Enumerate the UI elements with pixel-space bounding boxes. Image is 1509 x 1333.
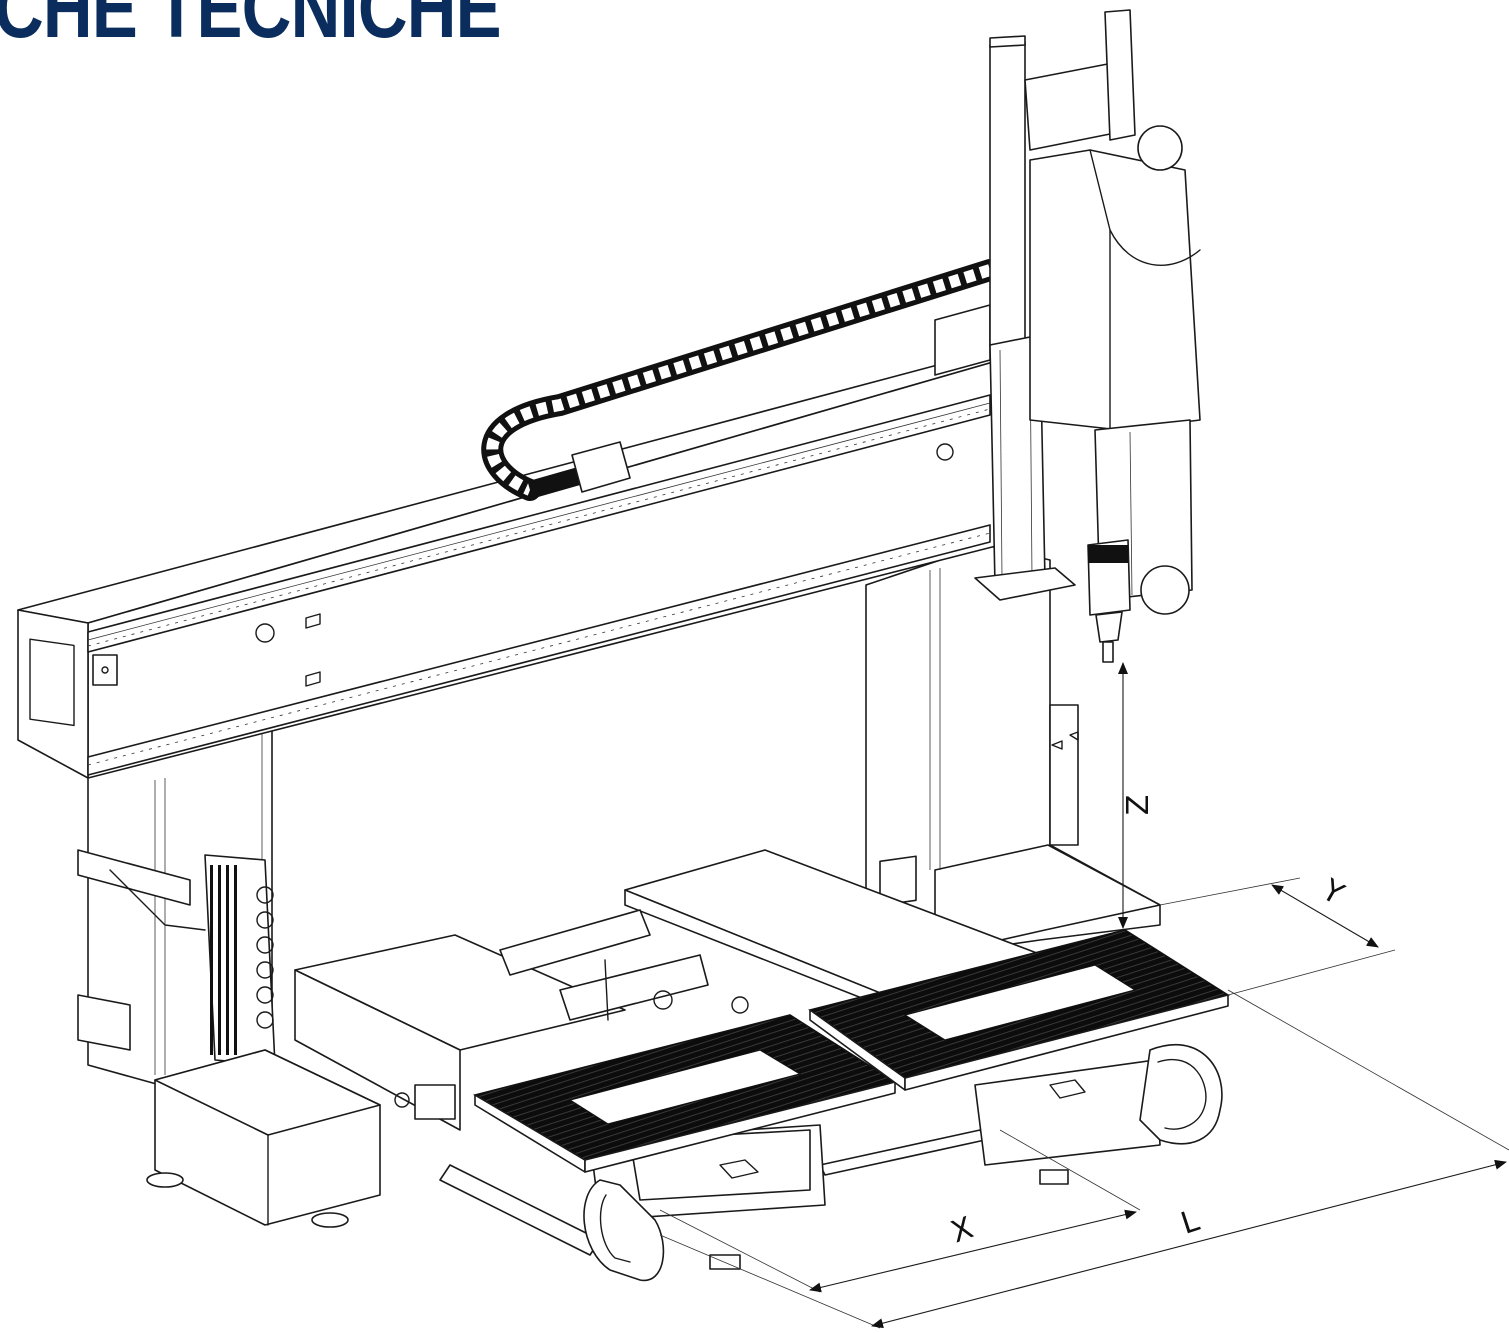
z-carriage <box>974 9 1201 663</box>
left-worktable <box>472 1014 897 1282</box>
dimension-x-label: X <box>947 1211 978 1251</box>
dimension-y-label: Y <box>1315 872 1350 912</box>
dimension-z: Z <box>1118 662 1156 929</box>
base-frame <box>294 849 1051 1256</box>
page-title: CHE TECNICHE <box>0 0 502 55</box>
tool-magazine <box>77 849 381 1228</box>
cable-chain <box>481 259 1001 501</box>
right-worktable <box>808 929 1230 1185</box>
dimension-z-label: Z <box>1121 795 1156 816</box>
dimension-l-label: L <box>1177 1203 1204 1242</box>
